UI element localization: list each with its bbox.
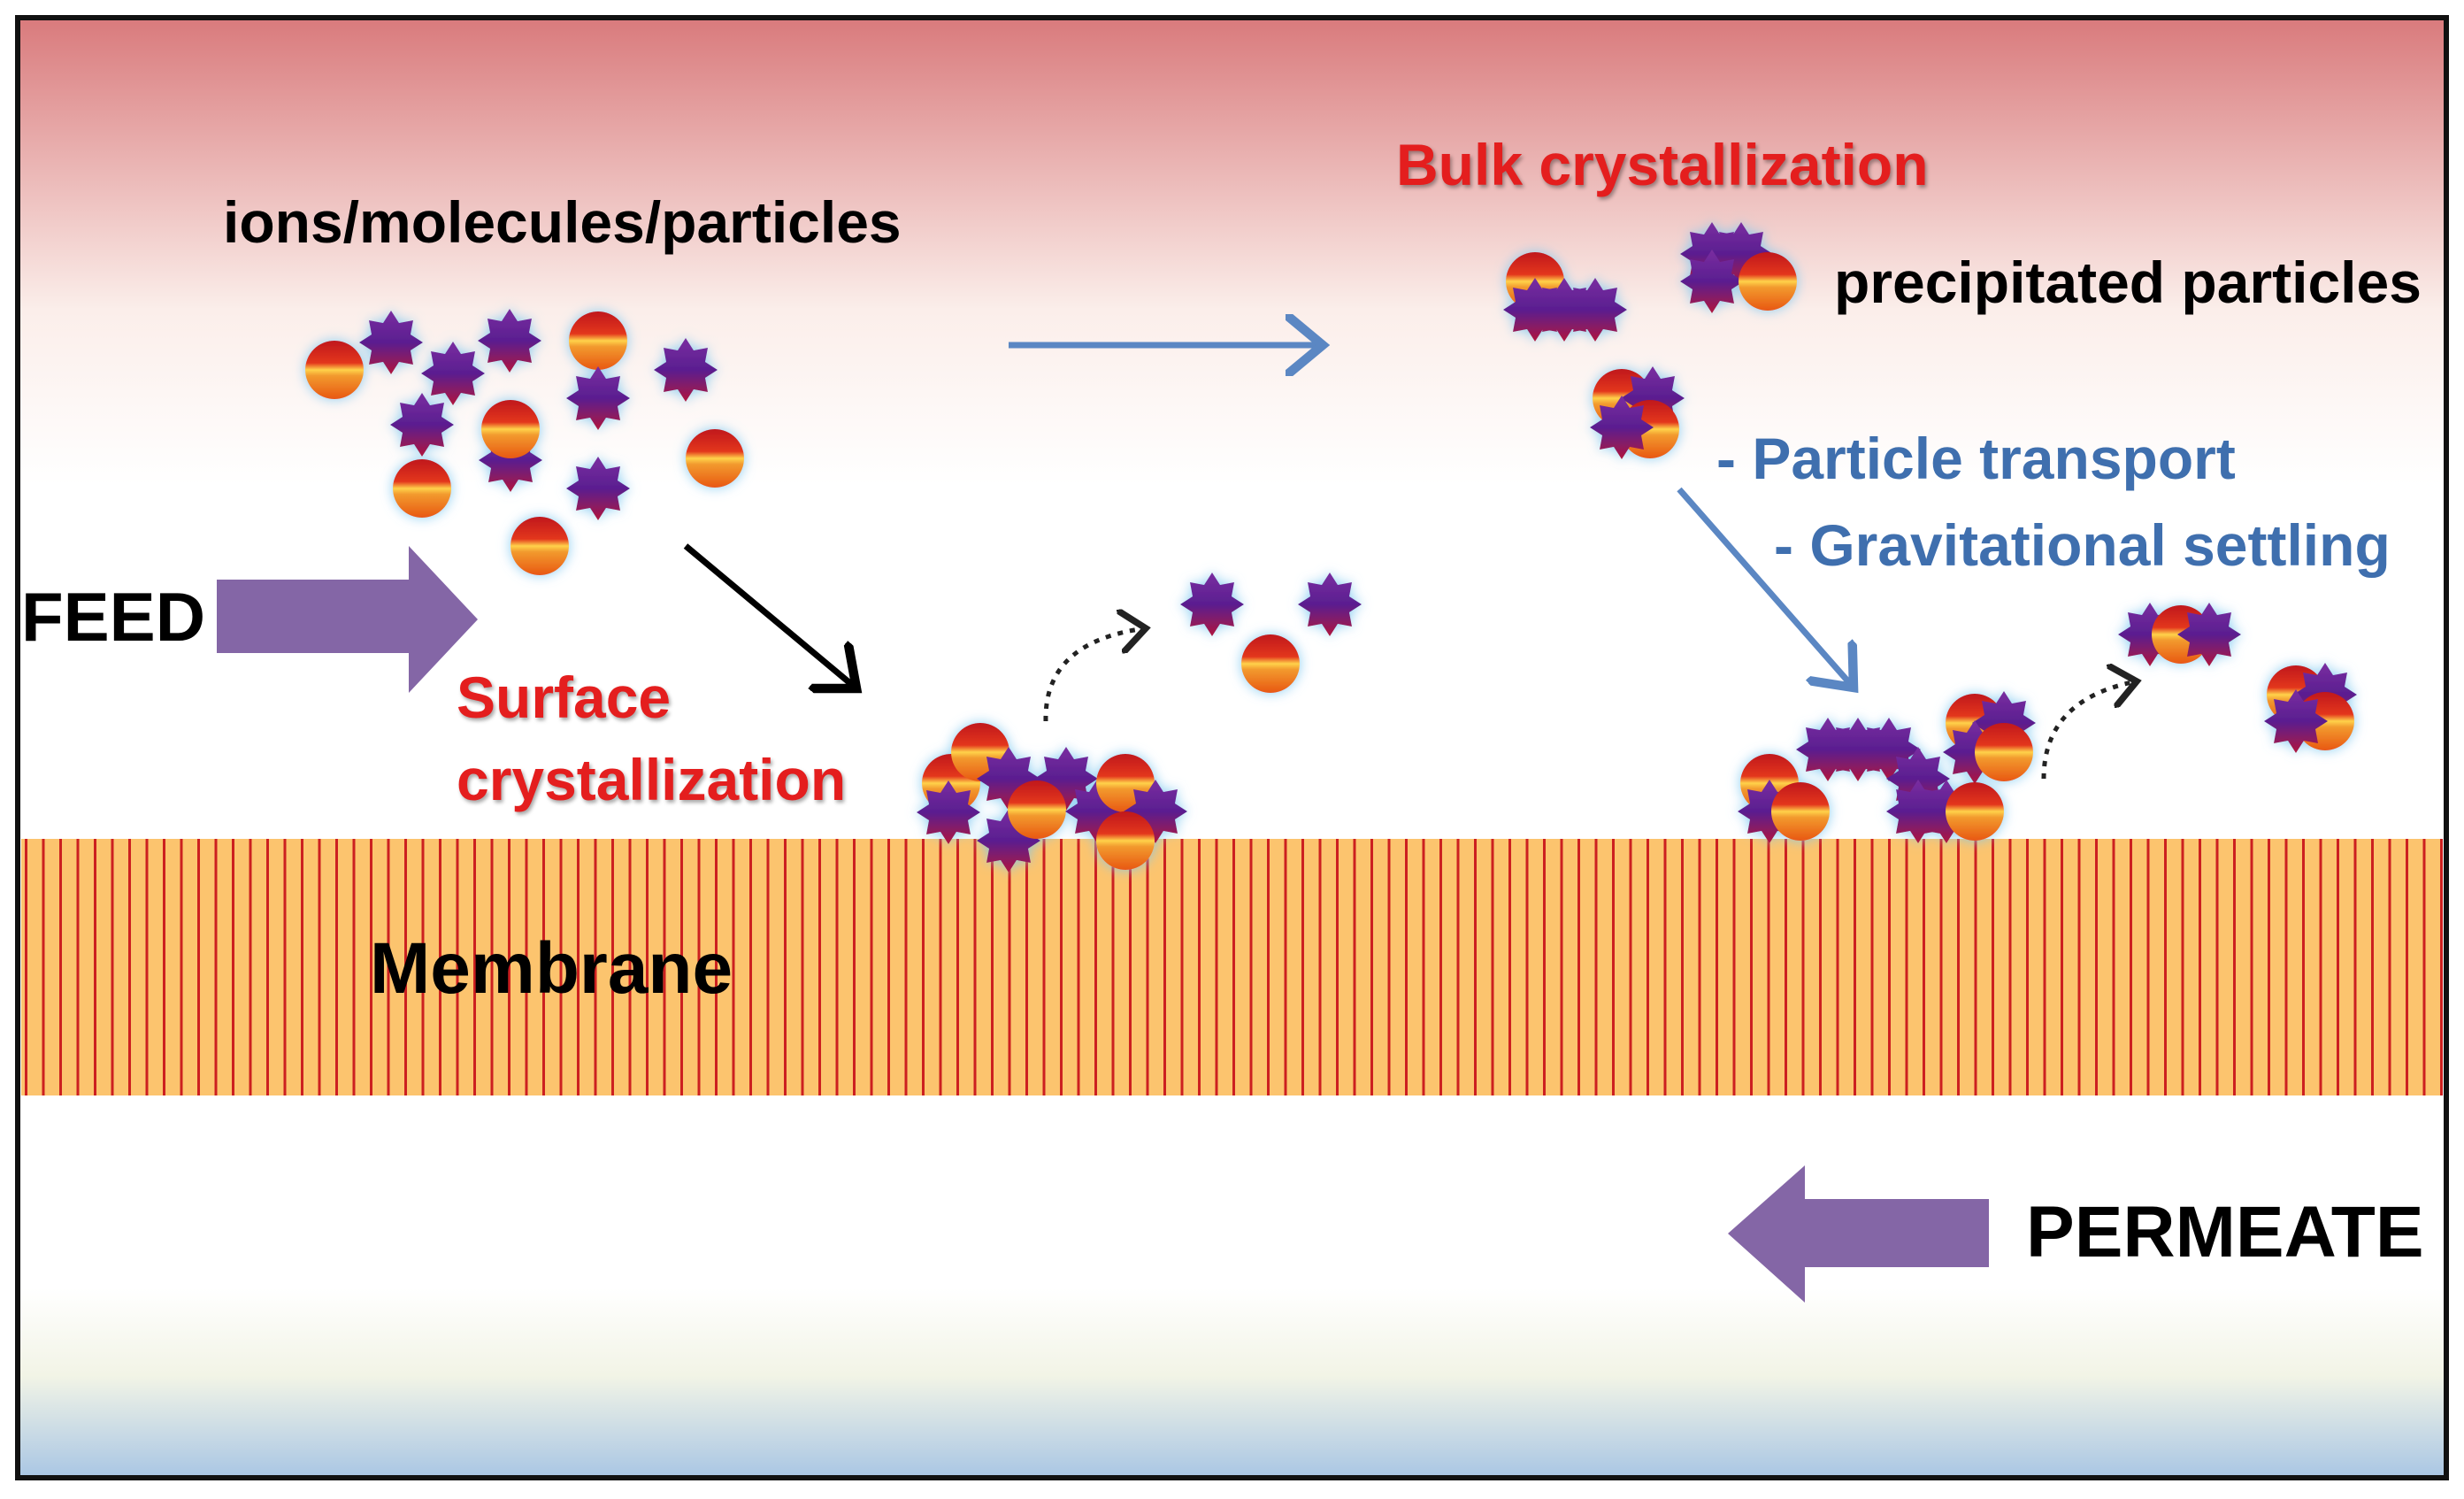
settling-arrow [1677, 487, 1854, 688]
permeate-arrow [1728, 1165, 1989, 1303]
surface-crystallization-line2: crystallization [457, 747, 847, 812]
sphere-icon [1008, 780, 1066, 839]
outer-border [15, 15, 2449, 1480]
surface-crystallization-arrow [683, 543, 856, 688]
sphere-icon [510, 517, 569, 575]
sphere-icon [569, 311, 627, 370]
sphere-icon [1241, 634, 1300, 693]
sphere-icon [686, 429, 744, 488]
precipitated-particles-label: precipitated particles [1834, 250, 2422, 315]
sphere-icon [393, 459, 451, 518]
sphere-icon [1096, 811, 1155, 870]
sphere-icon [305, 341, 364, 399]
bulk-crystallization-title: Bulk crystallization [1396, 132, 1929, 197]
sphere-icon [1771, 782, 1830, 841]
sphere-icon [1946, 782, 2004, 841]
ions-molecules-particles-label: ions/molecules/particles [223, 189, 902, 255]
feed-arrow [217, 546, 478, 693]
surface-crystallization-line1: Surface [457, 665, 672, 730]
sphere-icon [1739, 252, 1797, 311]
sphere-icon [1975, 723, 2033, 781]
gravitational-settling-label: - Gravitational settling [1774, 512, 2391, 578]
particle-transport-label: - Particle transport [1716, 426, 2236, 491]
membrane [21, 839, 2443, 1095]
permeate-label: PERMEATE [2026, 1192, 2424, 1272]
background [18, 18, 2446, 1478]
feed-label: FEED [21, 578, 206, 656]
sphere-icon [481, 400, 540, 458]
detachment-arrow-right [2041, 681, 2137, 780]
membrane-label: Membrane [370, 928, 733, 1009]
